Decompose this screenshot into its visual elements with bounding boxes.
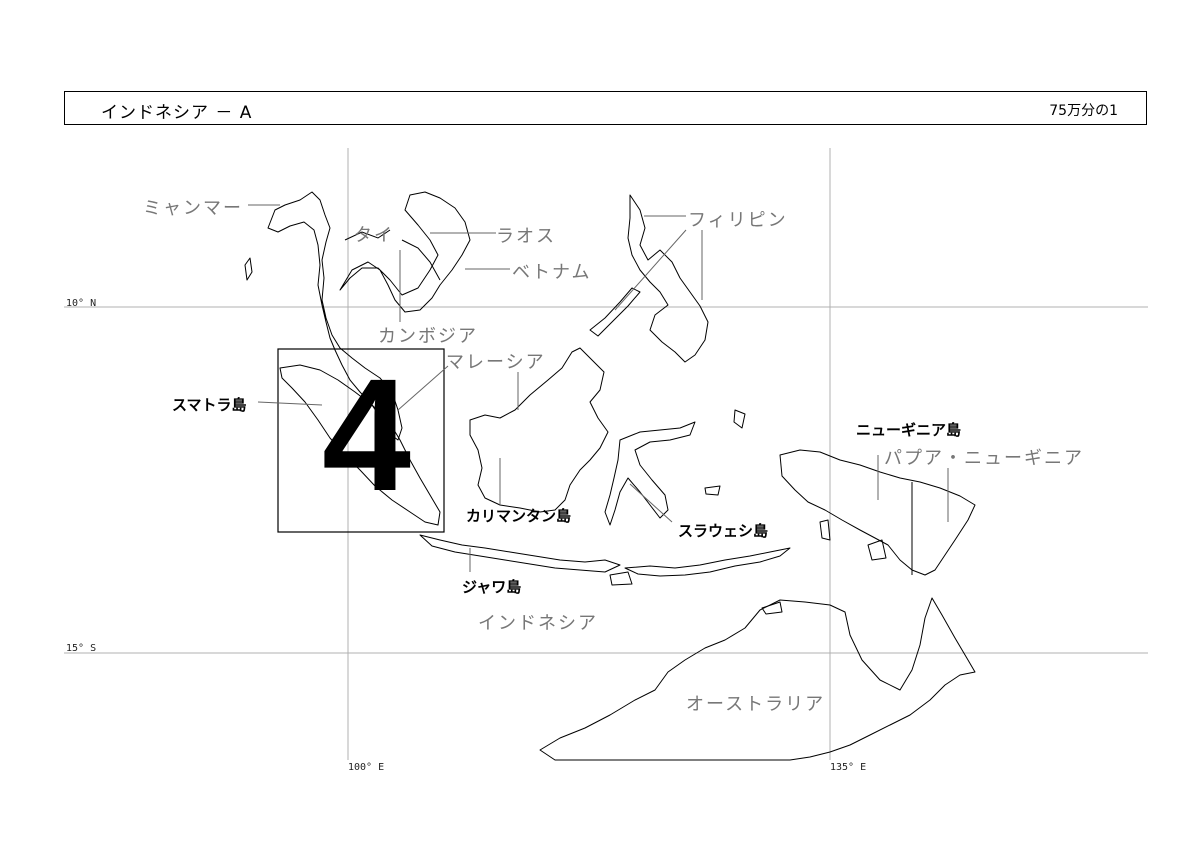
label-malaysia: マレーシア (446, 352, 546, 373)
kalimantan-coast (469, 347, 609, 513)
label-australia: オーストラリア (686, 694, 826, 715)
coord-lon-west: 100° E (348, 762, 385, 773)
map-scale: 75万分の1 (1049, 103, 1118, 119)
leader-malaysia-west (397, 365, 449, 411)
java-coast (419, 534, 621, 573)
island-small (819, 519, 831, 541)
palawan-coast (589, 287, 641, 337)
coastlines (244, 191, 976, 761)
sheet-number: 4 (322, 345, 411, 524)
label-indonesia: インドネシア (478, 613, 598, 634)
australia-coast (539, 597, 976, 761)
island-small (867, 539, 887, 561)
leader-philippines-palawan (614, 229, 687, 311)
coord-lon-east: 135° E (830, 762, 867, 773)
island-small (761, 601, 783, 615)
label-laos: ラオス (496, 226, 556, 247)
label-new-guinea: ニューギニア島 (856, 421, 962, 439)
thai-border (344, 229, 391, 241)
coord-lat-south: 15° S (66, 643, 97, 654)
lesser-sunda-coast (624, 547, 791, 577)
island-small (609, 571, 633, 586)
label-java: ジャワ島 (462, 578, 522, 596)
label-papua-new-guinea: パプア・ニューギニア (884, 448, 1084, 469)
graticule (64, 148, 1148, 760)
leader-lines (248, 204, 949, 572)
label-myanmar: ミャンマー (143, 198, 243, 219)
cambodia-border (401, 239, 441, 281)
map-header: インドネシア － A 75万分の1 (64, 91, 1147, 125)
label-sumatra: スマトラ島 (172, 396, 247, 414)
label-kalimantan: カリマンタン島 (466, 507, 572, 525)
label-thailand: タイ (354, 225, 394, 246)
coord-lat-north: 10° N (66, 298, 97, 309)
philippines-coast (627, 194, 709, 363)
sheet-index-frame (277, 348, 445, 533)
label-vietnam: ベトナム (512, 262, 592, 283)
sumatra-coast (279, 364, 441, 526)
mainland-coast (267, 191, 403, 441)
island-small (704, 485, 721, 496)
new-guinea-coast (779, 449, 976, 576)
thai-gulf-coast (339, 191, 471, 313)
map-title: インドネシア － A (101, 103, 253, 123)
sulawesi-coast (604, 421, 696, 526)
label-cambodia: カンボジア (378, 326, 478, 347)
island-small (733, 409, 746, 429)
label-sulawesi: スラウェシ島 (678, 522, 769, 540)
leader-sulawesi (629, 483, 673, 523)
leader-sumatra (257, 401, 323, 406)
label-philippines: フィリピン (688, 210, 788, 231)
borders (344, 229, 913, 575)
island-small (244, 257, 253, 281)
